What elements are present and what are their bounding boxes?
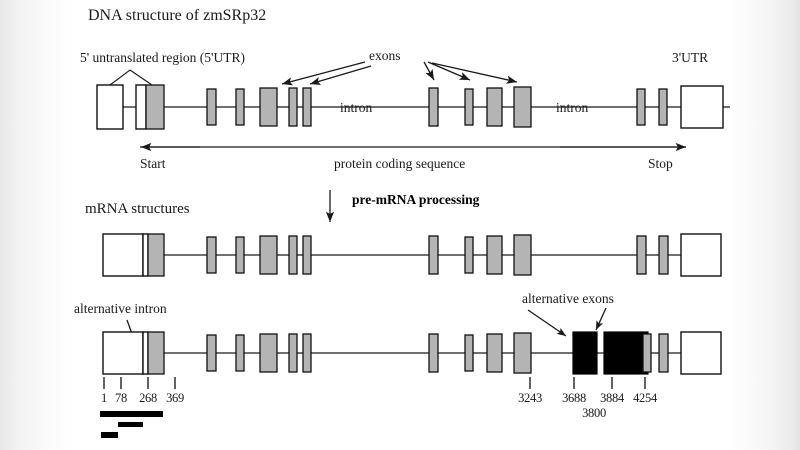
exons-pointer-arrows — [281, 61, 518, 86]
exon-block — [513, 332, 532, 374]
exon-block — [259, 235, 278, 275]
probe-bar-long — [100, 411, 163, 417]
coordinate-label: 1 — [101, 391, 107, 405]
start-label: Start — [140, 156, 166, 171]
exon-block — [658, 333, 669, 373]
intron-label-left-row1: intron — [340, 100, 372, 115]
exon-block — [486, 333, 503, 373]
row-dna-structure — [96, 84, 730, 130]
utr-box — [680, 233, 722, 277]
utr-box — [680, 331, 722, 375]
probe-bars — [100, 411, 163, 438]
coding-sequence-label: protein coding sequence — [334, 156, 465, 171]
page-title: DNA structure of zmSRp32 — [88, 7, 266, 24]
exon-block — [135, 84, 147, 130]
utr-box — [680, 85, 724, 129]
exon-block — [636, 235, 647, 275]
alternative-exon-block — [603, 331, 649, 375]
alternative-exon-block — [572, 331, 598, 375]
probe-bar-medium — [118, 422, 143, 427]
exon-block — [147, 331, 165, 375]
exon-block — [486, 235, 503, 275]
stop-label: Stop — [648, 156, 673, 171]
feature-group-mrna — [102, 233, 722, 277]
row-mrna-alternative — [102, 331, 722, 375]
coordinate-label: 3884 — [600, 391, 625, 405]
utr-box — [96, 84, 124, 130]
coordinate-label: 3243 — [518, 391, 542, 405]
alternative-exons-arrows — [527, 307, 607, 337]
intron-label-right-row1: intron — [556, 100, 588, 115]
five-utr-leader-lines — [109, 69, 153, 86]
utr-box — [102, 331, 144, 375]
exon-block — [235, 334, 245, 372]
alternative-intron-label: alternative intron — [74, 301, 167, 316]
exon-block — [142, 233, 149, 277]
five-utr-label: 5' untranslated region (5'UTR) — [80, 50, 245, 65]
exon-block — [464, 236, 474, 274]
row-mrna-unspliced — [102, 233, 722, 277]
exon-block — [428, 333, 439, 373]
pre-mrna-processing-label: pre-mRNA processing — [352, 192, 480, 207]
exon-block — [428, 235, 439, 275]
coordinate-label: 3688 — [562, 391, 586, 405]
exon-block — [464, 334, 474, 372]
exon-block — [288, 235, 298, 275]
exon-block — [302, 333, 312, 373]
alternative-exons-label: alternative exons — [522, 291, 614, 306]
exon-block — [259, 87, 278, 127]
feature-group-dna — [96, 84, 724, 130]
three-utr-label: 3'UTR — [672, 50, 708, 65]
coordinate-label: 4254 — [633, 391, 658, 405]
exon-block — [206, 334, 217, 372]
exon-block — [142, 331, 149, 375]
coordinate-ticks-left: 1 78 268 369 — [101, 377, 184, 405]
feature-group-alt — [102, 331, 722, 375]
exon-block — [464, 88, 474, 126]
exon-block — [259, 333, 278, 373]
exon-block — [642, 333, 652, 373]
exons-label: exons — [369, 48, 401, 63]
exon-block — [658, 235, 669, 275]
mrna-structures-label: mRNA structures — [85, 201, 190, 217]
exon-block — [206, 88, 217, 126]
exon-block — [513, 86, 532, 128]
exon-block — [145, 84, 165, 130]
coordinate-label: 369 — [166, 391, 184, 405]
exon-block — [206, 236, 217, 274]
exon-block — [302, 87, 312, 127]
exon-block — [658, 88, 668, 126]
exon-block — [147, 233, 165, 277]
utr-box — [102, 233, 144, 277]
exon-block — [235, 236, 245, 274]
exon-block — [302, 235, 312, 275]
exon-block — [428, 87, 439, 127]
coordinate-label: 3800 — [582, 406, 606, 420]
exon-block — [288, 333, 298, 373]
exon-block — [288, 87, 298, 127]
exon-block — [636, 88, 646, 126]
exon-block — [235, 88, 245, 126]
exon-block — [486, 87, 503, 127]
coordinate-label: 268 — [139, 391, 157, 405]
coordinate-label: 78 — [115, 391, 127, 405]
probe-bar-short — [101, 432, 118, 438]
exon-block — [513, 234, 532, 276]
